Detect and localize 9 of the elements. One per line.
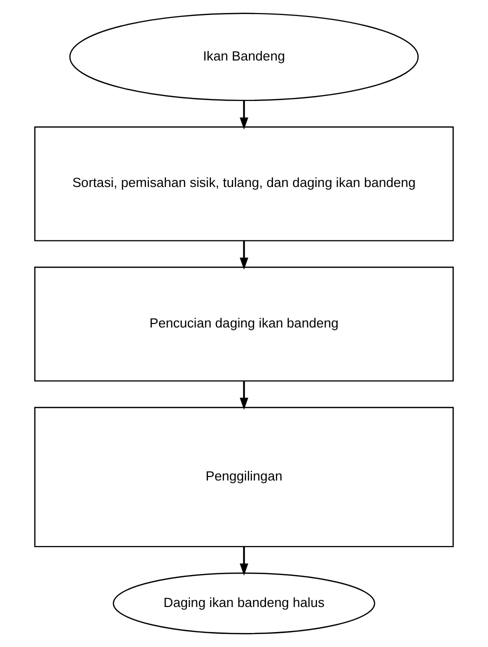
node-box: Sortasi, pemisahan sisik, tulang, dan daging ikan bandeng [34,126,454,242]
arrow [240,380,248,410]
arrow [240,100,248,130]
node-ellipse: Ikan Bandeng [69,12,419,102]
node-ellipse: Daging ikan bandeng halus [112,572,376,634]
arrow [240,546,248,576]
node-box: Penggilingan [34,406,454,548]
node-box: Pencucian daging ikan bandeng [34,266,454,382]
arrow [240,240,248,270]
